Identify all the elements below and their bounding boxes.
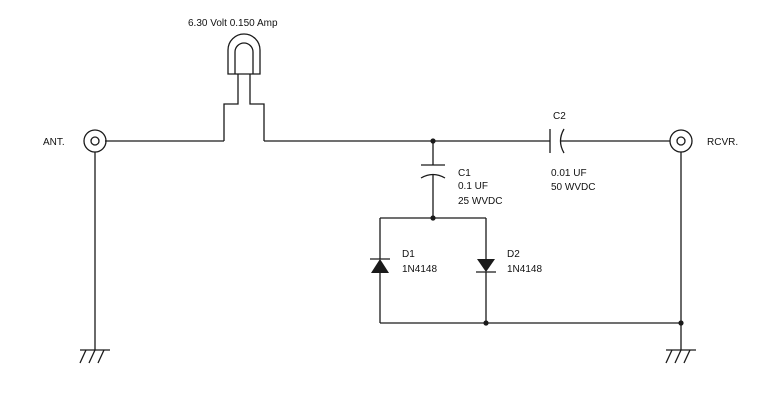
- junction-dot-d2: [483, 320, 489, 326]
- lamp-rating-label: 6.30 Volt 0.150 Amp: [188, 18, 278, 29]
- d2-diode-symbol: [476, 259, 496, 273]
- c1-value-label: 0.1 UF: [458, 181, 488, 192]
- c2-value-label: 0.01 UF: [551, 168, 587, 179]
- c2-voltage-label: 50 WVDC: [551, 182, 595, 193]
- receiver-connector: [669, 129, 693, 153]
- antenna-ground-icon: [79, 349, 110, 364]
- c1-ref-label: C1: [458, 168, 471, 179]
- c2-ref-label: C2: [553, 111, 566, 122]
- c1-voltage-label: 25 WVDC: [458, 196, 502, 207]
- d1-ref-label: D1: [402, 249, 415, 260]
- d1-diode-symbol: [370, 258, 390, 273]
- receiver-label: RCVR.: [707, 137, 738, 148]
- lamp-symbol: [223, 33, 265, 141]
- c2-capacitor-symbol: [549, 128, 565, 154]
- antenna-label: ANT.: [43, 137, 65, 148]
- junction-dot-c1: [430, 215, 436, 221]
- antenna-connector: [83, 129, 107, 153]
- d2-ref-label: D2: [507, 249, 520, 260]
- receiver-ground-icon: [665, 349, 696, 364]
- c1-capacitor-symbol: [420, 141, 446, 218]
- d2-part-label: 1N4148: [507, 264, 542, 275]
- d1-part-label: 1N4148: [402, 264, 437, 275]
